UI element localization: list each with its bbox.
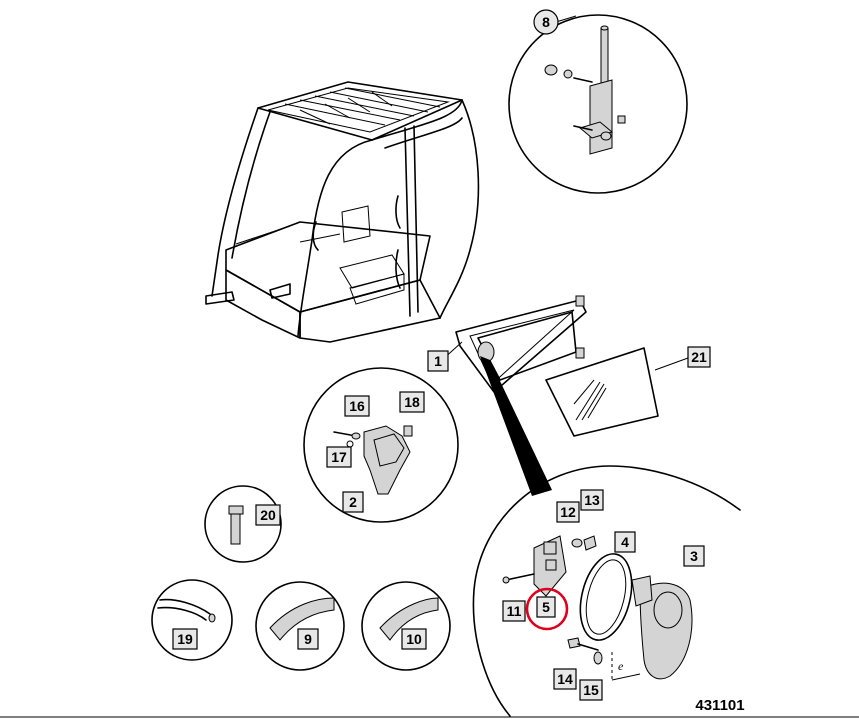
callout-1[interactable]: 1 — [427, 341, 463, 372]
callout-16[interactable]: 16 — [344, 395, 370, 417]
callout-9[interactable]: 9 — [297, 628, 319, 650]
callout-17-text: 17 — [331, 449, 347, 465]
highlight-circle — [525, 587, 569, 631]
callout-10-text: 10 — [406, 631, 422, 647]
callout-14-text: 14 — [557, 671, 573, 687]
callout-9-text: 9 — [304, 631, 312, 647]
callout-8-text: 8 — [542, 14, 550, 30]
callout-10[interactable]: 10 — [401, 628, 427, 650]
callout-5-text: 5 — [542, 599, 550, 615]
cab-frame-illustration — [205, 81, 480, 343]
seal-strip-detail-circle-a — [255, 581, 345, 671]
callout-21-text: 21 — [691, 349, 707, 365]
callout-16-text: 16 — [349, 398, 365, 414]
svg-text:e: e — [618, 659, 624, 673]
callout-14[interactable]: 14 — [553, 668, 577, 690]
callout-3[interactable]: 3 — [683, 545, 705, 567]
callout-8[interactable]: 8 — [533, 9, 559, 35]
callout-15[interactable]: 15 — [579, 679, 603, 701]
callout-12-text: 12 — [560, 504, 576, 520]
callout-2[interactable]: 2 — [342, 491, 364, 513]
callout-11-text: 11 — [507, 603, 522, 619]
sealant-detail-circle — [151, 579, 233, 661]
callout-2-text: 2 — [349, 494, 357, 510]
drawing-code: 431101 — [695, 697, 744, 714]
seal-strip-detail-circle-b — [361, 581, 451, 671]
callout-18-text: 18 — [404, 394, 420, 410]
callout-13-text: 13 — [584, 492, 600, 508]
callout-15-text: 15 — [583, 682, 599, 698]
callout-20-text: 20 — [260, 507, 276, 523]
callout-19-text: 19 — [177, 631, 193, 647]
handle-detail-circle — [303, 367, 459, 523]
callout-17[interactable]: 17 — [326, 446, 352, 468]
leader-wedge — [480, 356, 552, 496]
callout-12[interactable]: 12 — [556, 501, 580, 523]
hinge-detail-circle — [508, 14, 688, 194]
callout-20[interactable]: 20 — [255, 504, 281, 526]
callout-18[interactable]: 18 — [399, 391, 425, 413]
callout-11[interactable]: 11 — [502, 600, 526, 622]
callout-3-text: 3 — [690, 548, 698, 564]
callout-4-text: 4 — [621, 534, 629, 550]
bolt-detail-circle — [204, 485, 282, 563]
callout-21[interactable]: 21 — [654, 346, 711, 371]
lock-detail-circle: e — [0, 465, 859, 718]
callout-4[interactable]: 4 — [614, 531, 636, 553]
callout-19[interactable]: 19 — [172, 628, 198, 650]
callout-1-text: 1 — [434, 353, 442, 369]
callout-5[interactable]: 5 — [536, 596, 556, 618]
callout-13[interactable]: 13 — [580, 489, 604, 511]
